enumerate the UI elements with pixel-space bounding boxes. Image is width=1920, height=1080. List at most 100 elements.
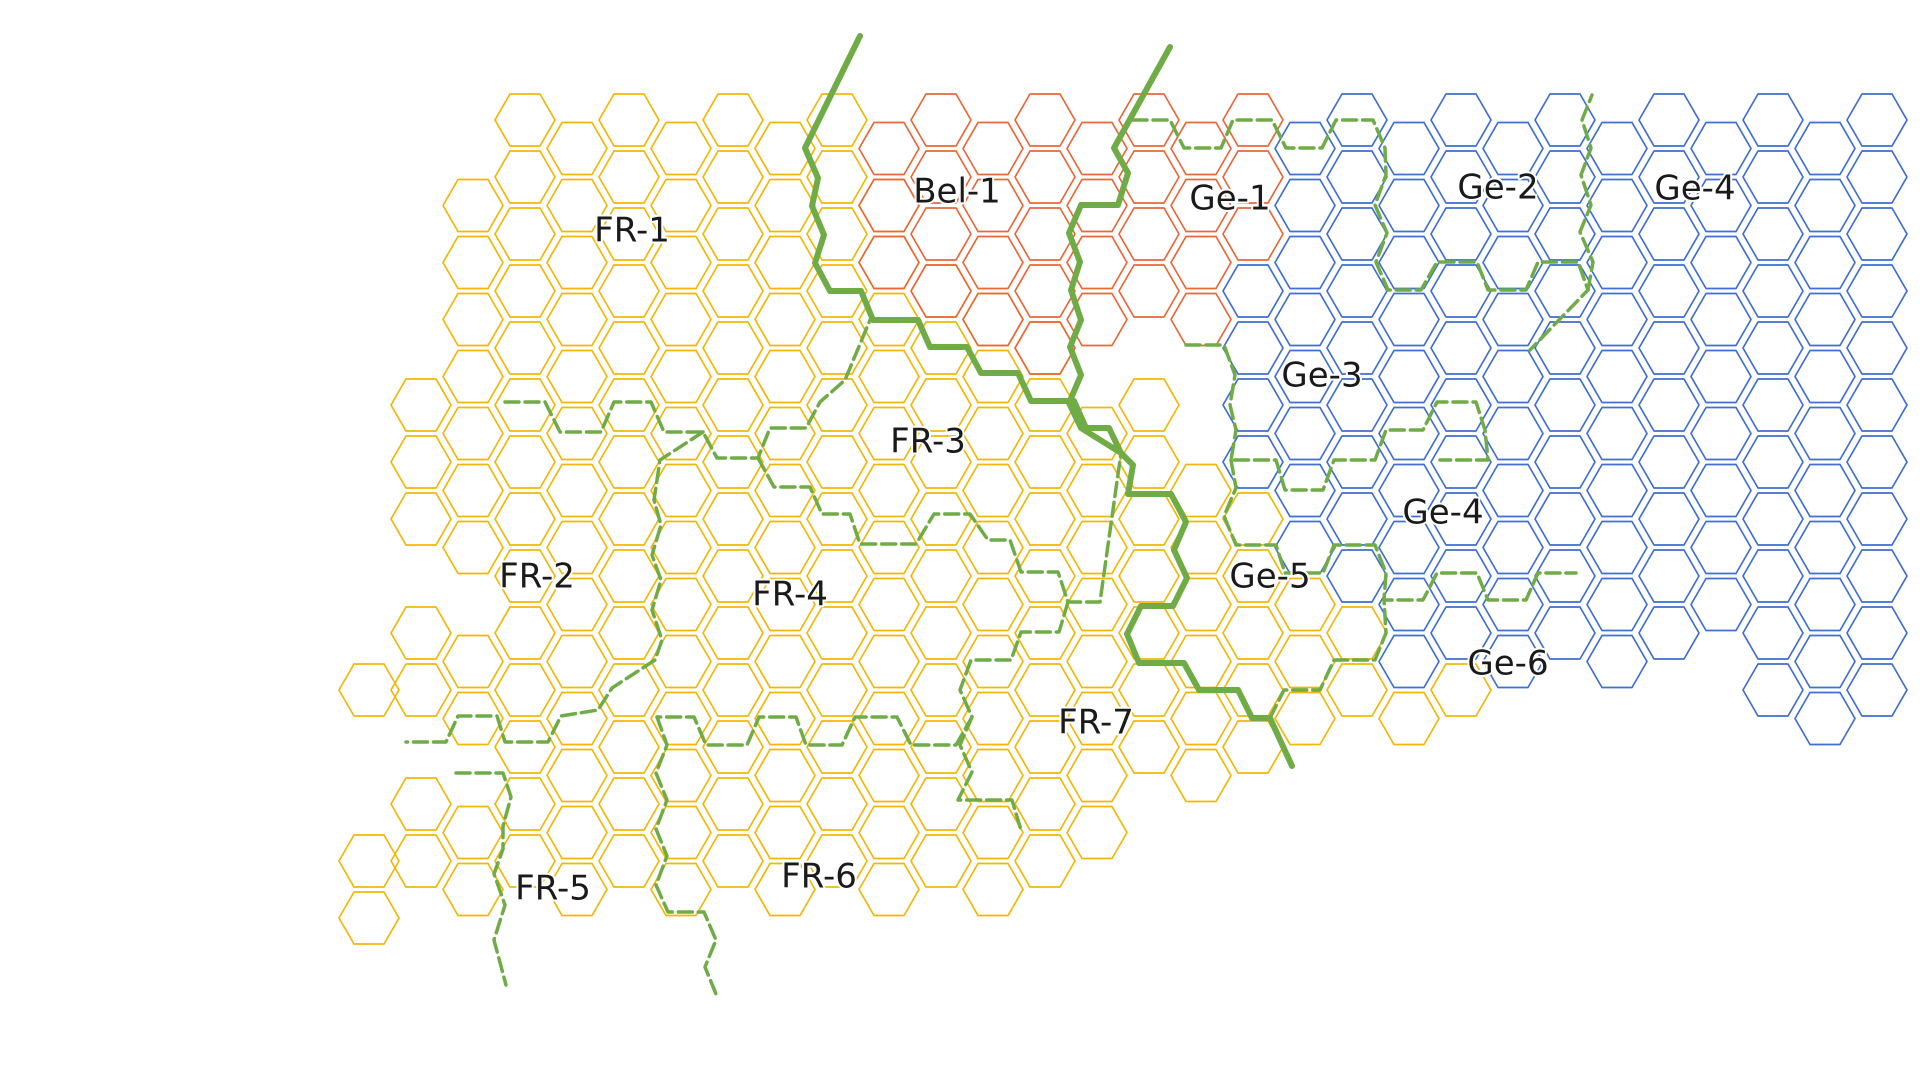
germany-hex-cell[interactable] [1430,549,1492,603]
germany-hex-cell[interactable] [1274,349,1336,404]
france-hex-cell[interactable] [1066,748,1128,803]
germany-hex-cell[interactable] [1742,321,1804,375]
germany-hex-cell[interactable] [1690,178,1752,233]
france-hex-cell[interactable] [494,435,556,489]
france-hex-cell[interactable] [806,549,868,603]
germany-hex-cell[interactable] [1482,634,1544,689]
france-hex-cell[interactable] [1222,549,1284,603]
belgium-hex-cell[interactable] [1170,121,1232,176]
germany-hex-cell[interactable] [1482,292,1544,347]
france-hex-cell[interactable] [1066,691,1128,746]
france-hex-cell[interactable] [962,577,1024,632]
france-hex-cell[interactable] [910,720,972,774]
france-hex-cell[interactable] [806,150,868,204]
belgium-hex-cell[interactable] [1222,207,1284,261]
france-hex-cell[interactable] [858,235,920,290]
germany-hex-cell[interactable] [1482,121,1544,176]
germany-hex-cell[interactable] [1222,378,1284,432]
germany-hex-cell[interactable] [1742,549,1804,603]
germany-hex-cell[interactable] [1638,378,1700,432]
france-hex-cell[interactable] [598,321,660,375]
label-fr-2[interactable]: FR-2 [497,555,577,599]
france-hex-cell[interactable] [1014,321,1076,375]
germany-hex-cell[interactable] [1794,463,1856,518]
label-fr-7[interactable]: FR-7 [1056,701,1136,745]
france-hex-cell[interactable] [910,663,972,717]
germany-hex-cell[interactable] [1482,520,1544,575]
germany-hex-cell[interactable] [1794,292,1856,347]
france-hex-cell[interactable] [1014,435,1076,489]
germany-hex-cell[interactable] [1690,406,1752,461]
germany-hex-cell[interactable] [1430,606,1492,660]
germany-hex-cell[interactable] [1742,606,1804,660]
france-hex-cell[interactable] [806,321,868,375]
belgium-hex-cell[interactable] [1118,264,1180,318]
france-hex-cell[interactable] [806,720,868,774]
germany-hex-cell[interactable] [1690,349,1752,404]
france-hex-cell[interactable] [910,606,972,660]
france-hex-cell[interactable] [806,492,868,546]
belgium-hex-cell[interactable] [1170,235,1232,290]
belgium-hex-cell[interactable] [858,178,920,233]
germany-hex-cell[interactable] [1326,207,1388,261]
france-hex-cell[interactable] [702,264,764,318]
germany-hex-cell[interactable] [1274,121,1336,176]
germany-hex-cell[interactable] [1690,235,1752,290]
belgium-hex-cell[interactable] [1014,264,1076,318]
belgium-hex-cell[interactable] [1118,207,1180,261]
france-hex-cell[interactable] [858,634,920,689]
belgium-hex-cell[interactable] [962,292,1024,347]
france-hex-cell[interactable] [442,406,504,461]
germany-hex-cell[interactable] [1222,435,1284,489]
france-hex-cell[interactable] [962,406,1024,461]
belgium-hex-cell[interactable] [1066,292,1128,347]
germany-hex-cell[interactable] [1794,235,1856,290]
france-hex-cell[interactable] [442,805,504,860]
germany-hex-cell[interactable] [1534,492,1596,546]
france-hex-cell[interactable] [754,520,816,575]
france-hex-cell[interactable] [858,691,920,746]
france-hex-cell[interactable] [1066,805,1128,860]
france-hex-cell[interactable] [598,492,660,546]
france-hex-cell[interactable] [858,577,920,632]
germany-hex-cell[interactable] [1378,292,1440,347]
france-hex-cell[interactable] [806,378,868,432]
france-hex-cell[interactable] [442,691,504,746]
france-hex-cell[interactable] [1170,520,1232,575]
belgium-hex-cell[interactable] [962,235,1024,290]
germany-hex-cell[interactable] [1274,178,1336,233]
germany-hex-cell[interactable] [1742,207,1804,261]
germany-hex-cell[interactable] [1378,178,1440,233]
france-hex-cell[interactable] [702,93,764,147]
france-hex-cell[interactable] [494,777,556,831]
france-hex-cell[interactable] [598,720,660,774]
france-hex-cell[interactable] [702,492,764,546]
label-ge-4-south[interactable]: Ge-4 [1400,491,1485,535]
france-hex-cell[interactable] [962,634,1024,689]
germany-hex-cell[interactable] [1430,321,1492,375]
france-hex-cell[interactable] [962,463,1024,518]
france-hex-cell[interactable] [494,663,556,717]
belgium-hex-cell[interactable] [1222,150,1284,204]
france-hex-cell[interactable] [442,520,504,575]
germany-hex-cell[interactable] [1586,634,1648,689]
france-hex-cell[interactable] [598,435,660,489]
france-hex-cell[interactable] [546,406,608,461]
germany-hex-cell[interactable] [1846,492,1908,546]
france-hex-cell[interactable] [754,862,816,917]
france-hex-cell[interactable] [442,178,504,233]
france-hex-cell[interactable] [910,492,972,546]
germany-hex-cell[interactable] [1222,321,1284,375]
france-hex-cell[interactable] [702,834,764,888]
france-hex-cell[interactable] [546,805,608,860]
france-hex-cell[interactable] [598,834,660,888]
belgium-hex-cell[interactable] [962,121,1024,176]
germany-hex-cell[interactable] [1378,634,1440,689]
france-hex-cell[interactable] [1274,577,1336,632]
france-hex-cell[interactable] [806,777,868,831]
france-hex-cell[interactable] [442,235,504,290]
france-hex-cell[interactable] [598,150,660,204]
france-hex-cell[interactable] [1014,606,1076,660]
france-hex-cell[interactable] [858,748,920,803]
france-hex-cell[interactable] [390,378,452,432]
